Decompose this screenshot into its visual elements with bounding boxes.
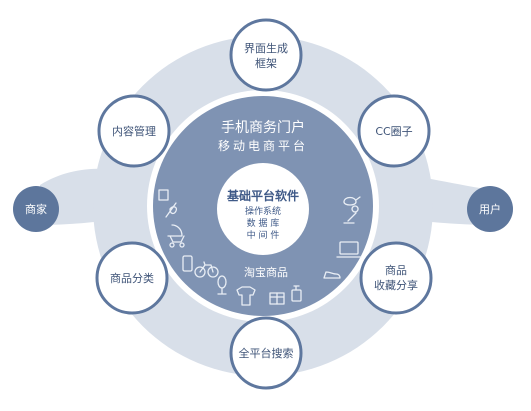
merchant-endpoint[interactable]: 商家 [13,186,59,232]
clothing-icon [236,286,256,306]
node-content-mgmt-label: 内容管理 [112,124,156,138]
user-endpoint[interactable]: 用户 [467,186,513,232]
core-platform-circle [217,163,309,255]
core-platform-title: 基础平台软件 [226,188,299,203]
node-content-mgmt[interactable]: 内容管理 [97,94,171,168]
gift-icon [269,292,285,305]
user-label: 用户 [479,202,501,216]
disc-subtitle: 移动电商平台 [218,138,308,153]
node-cc-circle[interactable]: CC圈子 [357,94,431,168]
core-platform-db: 数 据 库 [247,217,280,229]
lamp-icon [343,205,359,224]
node-product-fav-share-line2: 收藏分享 [374,278,418,292]
node-product-category-label: 商品分类 [110,271,154,285]
taobao-products-label: 淘宝商品 [244,265,288,279]
shoe-icon [323,271,341,279]
node-interface-gen[interactable]: 界面生成 框架 [229,18,303,92]
node-platform-search[interactable]: 全平台搜索 [229,316,303,390]
core-platform-os: 操作系统 [245,205,281,217]
laptop-icon [336,241,362,258]
node-interface-gen-line2: 框架 [255,57,277,70]
core-platform-middleware: 中 间 件 [247,229,280,241]
teapot-icon [343,196,361,206]
stroller-icon [167,224,185,248]
phone-icon [182,255,193,272]
node-platform-search-label: 全平台搜索 [239,346,294,360]
disc-title: 手机商务门户 [221,119,305,136]
node-product-fav-share[interactable]: 商品 收藏分享 [359,241,433,315]
merchant-label: 商家 [25,202,47,216]
bicycle-icon [194,261,219,278]
node-interface-gen-line1: 界面生成 [244,41,288,55]
mirror-icon [217,275,227,295]
frame-icon [158,189,169,201]
node-cc-circle-label: CC圈子 [375,125,412,138]
node-product-category[interactable]: 商品分类 [95,241,169,315]
node-product-fav-share-line1: 商品 [385,263,407,277]
perfume-icon [291,285,302,302]
violin-icon [165,202,178,218]
